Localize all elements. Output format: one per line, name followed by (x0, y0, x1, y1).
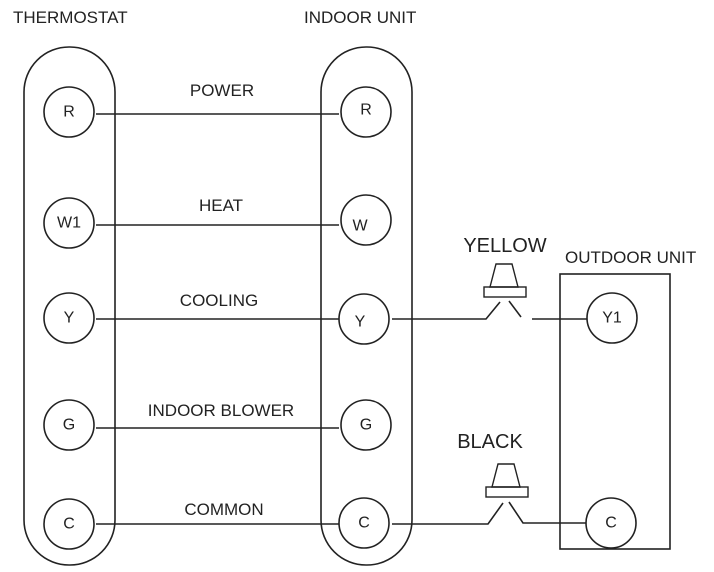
wire-label-heat: HEAT (199, 196, 243, 215)
thermostat-terminal-c: C (43, 498, 95, 550)
wire-label-indoor-blower: INDOOR BLOWER (148, 401, 294, 420)
thermostat-header: THERMOSTAT (13, 8, 128, 27)
indoor-unit-body (320, 46, 413, 566)
terminal-label: C (358, 515, 370, 532)
indoor-unit-header: INDOOR UNIT (304, 8, 416, 27)
wire-black-left (392, 502, 504, 525)
outdoor-unit-body (559, 273, 671, 550)
thermostat-terminal-r: R (43, 86, 95, 138)
terminal-label: G (63, 417, 75, 434)
black-connector-icon (485, 463, 529, 498)
indoor-terminal-g: G (340, 399, 392, 451)
connector-label-black: BLACK (457, 431, 523, 453)
terminal-label: W1 (57, 215, 81, 232)
outdoor-unit-header: OUTDOOR UNIT (565, 248, 696, 267)
terminal-label: Y (355, 314, 366, 331)
thermostat-terminal-g: G (43, 399, 95, 451)
terminal-label: G (360, 417, 372, 434)
terminal-label: R (360, 102, 372, 119)
connector-label-yellow: YELLOW (463, 235, 546, 257)
terminal-label: Y (64, 310, 75, 327)
thermostat-body (23, 46, 116, 566)
wire-yellow-left (392, 301, 501, 320)
terminal-label: W (352, 218, 368, 235)
wire-black-right (508, 501, 587, 524)
indoor-terminal-c: C (338, 497, 390, 549)
outdoor-terminal-y1: Y1 (586, 292, 638, 344)
terminal-label: C (63, 516, 75, 533)
indoor-terminal-w: W (340, 194, 392, 246)
thermostat-terminal-y: Y (43, 292, 95, 344)
outdoor-terminal-c: C (585, 497, 637, 549)
wire-yellow-right (508, 300, 522, 318)
thermostat-terminal-w1: W1 (43, 197, 95, 249)
indoor-terminal-r: R (340, 86, 392, 138)
terminal-label: C (605, 515, 617, 532)
wire-label-power: POWER (190, 81, 254, 100)
wire-label-common: COMMON (184, 500, 263, 519)
indoor-terminal-y: Y (338, 293, 390, 345)
terminal-label: Y1 (602, 310, 622, 327)
terminal-label: R (63, 104, 75, 121)
yellow-connector-icon (483, 263, 527, 298)
wire-label-cooling: COOLING (180, 291, 258, 310)
